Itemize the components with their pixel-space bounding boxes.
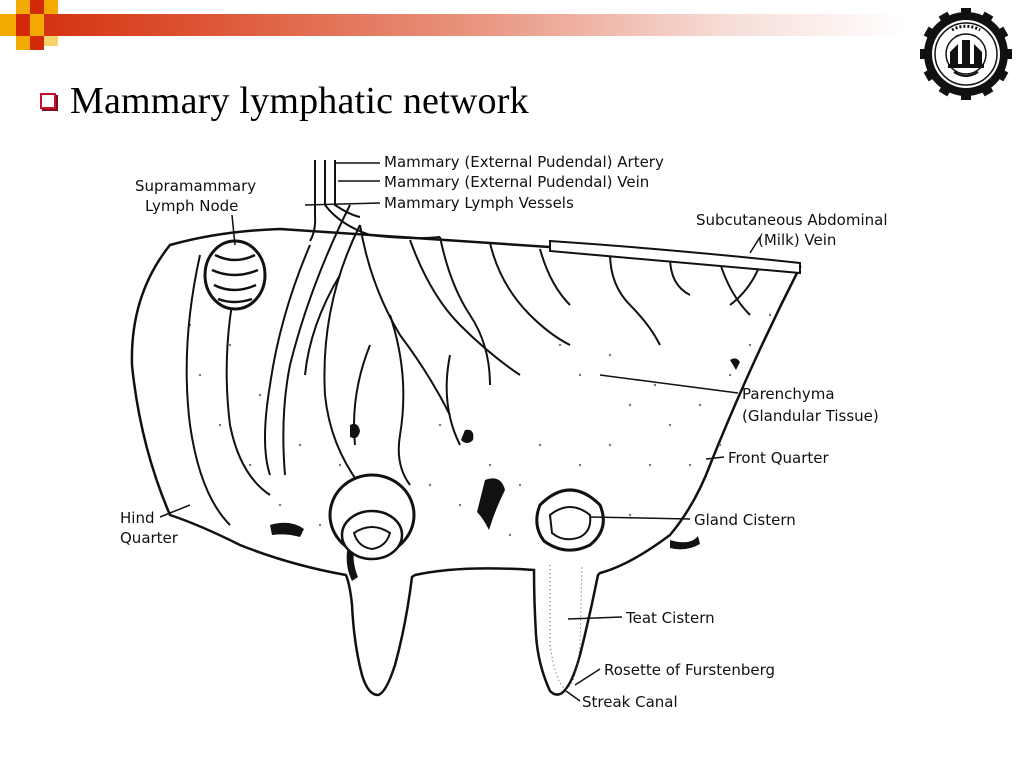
label-vein: Mammary (External Pudendal) Vein [384,173,649,191]
slide-title: Mammary lymphatic network [70,80,529,122]
title-row: Mammary lymphatic network [40,78,529,124]
label-front-quarter: Front Quarter [728,449,829,467]
milk-ducts [270,358,740,581]
label-lymph-vessels: Mammary Lymph Vessels [384,194,574,212]
label-glandular-tissue: (Glandular Tissue) [742,407,879,425]
bullet-square-icon [40,93,56,109]
label-subcutaneous: Subcutaneous Abdominal [696,211,888,229]
front-teat [535,488,605,690]
label-quarter: Quarter [120,529,179,547]
label-hind: Hind [120,509,154,527]
label-parenchyma: Parenchyma [742,385,835,403]
label-milk-vein: (Milk) Vein [758,231,836,249]
corner-squares-decoration [0,0,58,50]
university-logo-icon [920,8,1012,100]
mammary-gland-diagram: Mammary (External Pudendal) Artery Mamma… [120,153,888,711]
lymph-node-icon [203,239,267,311]
label-artery: Mammary (External Pudendal) Artery [384,153,664,171]
label-streak-canal: Streak Canal [582,693,678,711]
udder-outline [130,227,802,697]
label-rosette: Rosette of Furstenberg [604,661,775,679]
hind-teat [328,473,416,561]
milk-vein [549,239,801,275]
label-gland-cistern: Gland Cistern [694,511,796,529]
blood-vessel-network [185,160,761,526]
label-supramammary: Supramammary [135,177,256,195]
header-gradient-bar [0,14,905,36]
label-lymph-node: Lymph Node [145,197,238,215]
label-teat-cistern: Teat Cistern [625,609,715,627]
label-leader-lines [159,162,761,702]
